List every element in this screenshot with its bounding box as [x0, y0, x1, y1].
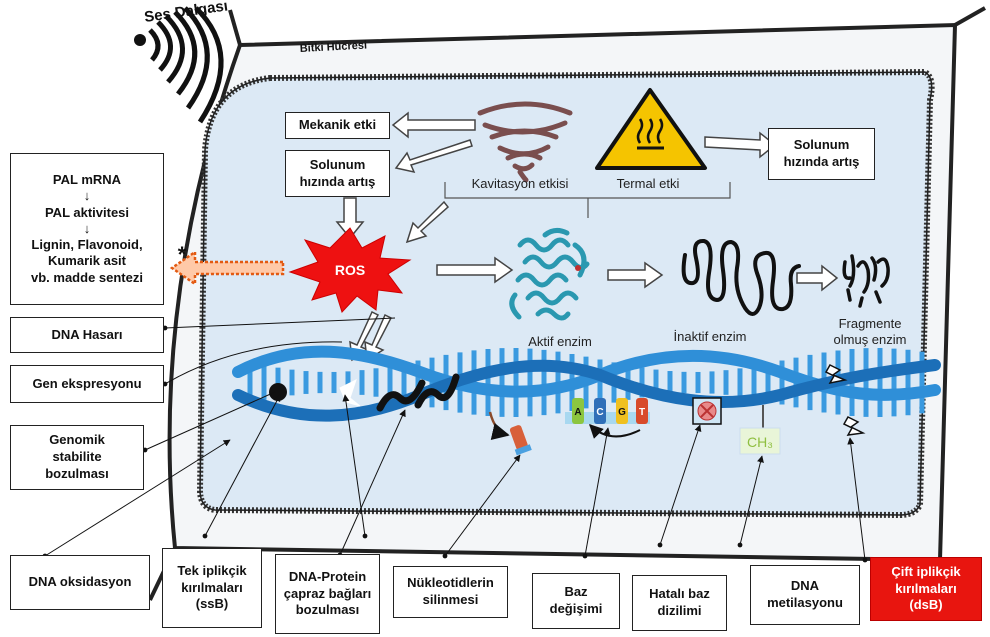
base-change-line-1: Baz: [564, 584, 587, 601]
inactive-enzyme-label: İnaktif enzim: [655, 329, 765, 345]
base-change-line-2: değişimi: [550, 601, 603, 618]
genomic-line-3: bozulması: [45, 466, 109, 483]
mismatch-line-1: Hatalı baz: [649, 586, 710, 603]
pal-synthesis: vb. madde sentezi: [31, 270, 143, 286]
mismatch-line-2: dizilimi: [657, 603, 701, 620]
dsb-box: Çift iplikçik kırılmaları (dsB): [870, 557, 982, 621]
ros-label: ROS: [335, 262, 365, 278]
deletion-line-2: silinmesi: [423, 592, 479, 609]
ssb-line-3: (ssB): [196, 596, 229, 613]
active-enzyme-label: Aktif enzim: [510, 334, 610, 350]
cavitation-label: Kavitasyon etkisi: [455, 176, 585, 192]
respiration-left-line-1: Solunum: [310, 157, 366, 174]
deletion-line-1: Nükleotidlerin: [407, 575, 494, 592]
pal-synthesis-box: PAL mRNA ↓ PAL aktivitesi ↓ Lignin, Flav…: [10, 153, 164, 305]
crosslink-line-2: çapraz bağları: [284, 586, 371, 603]
ssb-line-1: Tek iplikçik: [177, 563, 246, 580]
genomic-stability-box: Genomik stabilite bozulması: [10, 425, 144, 490]
base-change-box: Baz değişimi: [532, 573, 620, 629]
methylation-line-1: DNA: [791, 578, 819, 595]
methylation-line-2: metilasyonu: [767, 595, 843, 612]
mechanical-effect-box: Mekanik etki: [285, 112, 390, 139]
base-t: T: [639, 407, 645, 418]
fragmented-line-2: olmuş enzim: [815, 332, 925, 348]
crosslink-line-1: DNA-Protein: [289, 569, 366, 586]
respiration-right-box: Solunum hızında artış: [768, 128, 875, 180]
genomic-line-1: Genomik: [49, 432, 105, 449]
respiration-right-line-1: Solunum: [794, 137, 850, 154]
dsb-line-3: (dsB): [909, 597, 942, 614]
ssb-box: Tek iplikçik kırılmaları (ssB): [162, 548, 262, 628]
methyl-label: CH₃: [747, 434, 773, 450]
dsb-line-2: kırılmaları: [895, 581, 956, 598]
fragmented-enzyme-label: Fragmente olmuş enzim: [815, 316, 925, 349]
pal-arrow-2: ↓: [84, 221, 91, 237]
base-a: A: [574, 407, 581, 418]
asterisk-label: *: [178, 242, 187, 267]
ssb-line-2: kırılmaları: [181, 580, 242, 597]
gene-expression-box: Gen ekspresyonu: [10, 365, 164, 403]
base-g: G: [618, 407, 626, 418]
methylation-box: DNA metilasyonu: [750, 565, 860, 625]
respiration-right-line-2: hızında artış: [784, 154, 860, 171]
crosslink-box: DNA-Protein çapraz bağları bozulması: [275, 554, 380, 634]
crosslink-line-3: bozulması: [296, 602, 360, 619]
pal-mrna: PAL mRNA: [53, 172, 121, 188]
pal-lignin: Lignin, Flavonoid,: [31, 237, 142, 253]
base-c: C: [596, 407, 603, 418]
dna-oxidation-box: DNA oksidasyon: [10, 555, 150, 610]
dna-damage-box: DNA Hasarı: [10, 317, 164, 353]
fragmented-line-1: Fragmente: [815, 316, 925, 332]
pal-activity: PAL aktivitesi: [45, 205, 129, 221]
mismatch-icon: [693, 398, 721, 424]
thermal-label: Termal etki: [598, 176, 698, 192]
pal-coumaric: Kumarik asit: [48, 253, 126, 269]
pal-arrow-1: ↓: [84, 188, 91, 204]
respiration-left-line-2: hızında artış: [300, 174, 376, 191]
deletion-box: Nükleotidlerin silinmesi: [393, 566, 508, 618]
respiration-left-box: Solunum hızında artış: [285, 150, 390, 197]
mismatch-box: Hatalı baz dizilimi: [632, 575, 727, 631]
dsb-line-1: Çift iplikçik: [891, 564, 960, 581]
genomic-line-2: stabilite: [52, 449, 101, 466]
